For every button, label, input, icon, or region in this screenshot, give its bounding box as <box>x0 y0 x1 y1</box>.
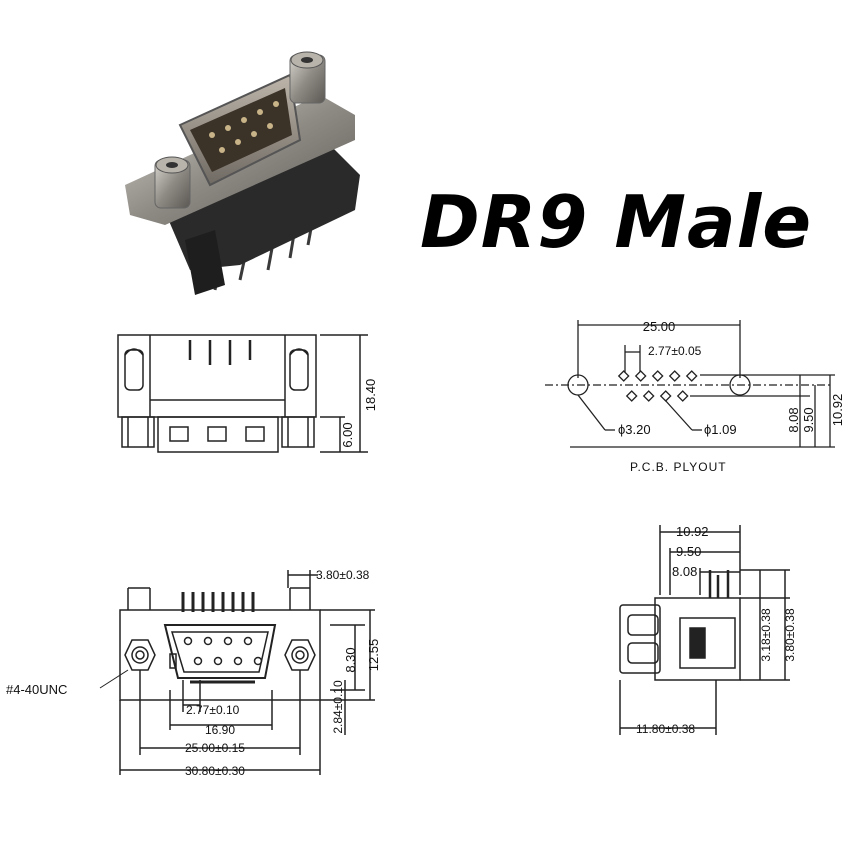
dim-bottom-pin-span: 16.90 <box>205 723 235 737</box>
dim-pcb-pitch: 2.77±0.05 <box>648 344 702 358</box>
dim-side-a: 10.92 <box>676 524 709 539</box>
thread-label: #4-40UNC <box>6 682 67 697</box>
title: DR9 Male <box>420 180 813 264</box>
dim-pcb-row3: 10.92 <box>830 394 845 427</box>
dim-pcb-width: 25.00 <box>643 319 676 334</box>
dim-bottom-top-right: 3.80±0.38 <box>316 568 370 582</box>
dim-bottom-height-outer: 12.55 <box>366 639 381 672</box>
dim-side-c: 8.08 <box>672 564 697 579</box>
dim-side-body: 11.80±0.38 <box>636 722 695 736</box>
dim-pcb-row2: 9.50 <box>801 407 816 432</box>
dim-pcb-row1: 8.08 <box>786 407 801 432</box>
dim-bottom-hole-span: 25.00±0.15 <box>185 741 245 755</box>
dim-bottom-pitch: 2.77±0.10 <box>186 703 240 717</box>
pcb-caption: P.C.B. PLYOUT <box>630 460 727 474</box>
dim-side-b: 9.50 <box>676 544 701 559</box>
dim-side-pin-len2: 3.80±0.38 <box>783 608 797 662</box>
dim-front-height: 18.40 <box>363 379 378 412</box>
dim-bottom-width: 30.80±0.30 <box>185 764 245 778</box>
dim-front-lower: 6.00 <box>340 422 355 447</box>
dim-pcb-mount-hole: ϕ3.20 <box>618 422 651 437</box>
dim-side-pin-len1: 3.18±0.38 <box>759 608 773 662</box>
dim-bottom-height-inner: 8.30 <box>343 647 358 672</box>
dim-bottom-offset: 2.84±0.10 <box>331 680 345 734</box>
dim-pcb-pin-hole: ϕ1.09 <box>704 422 737 437</box>
